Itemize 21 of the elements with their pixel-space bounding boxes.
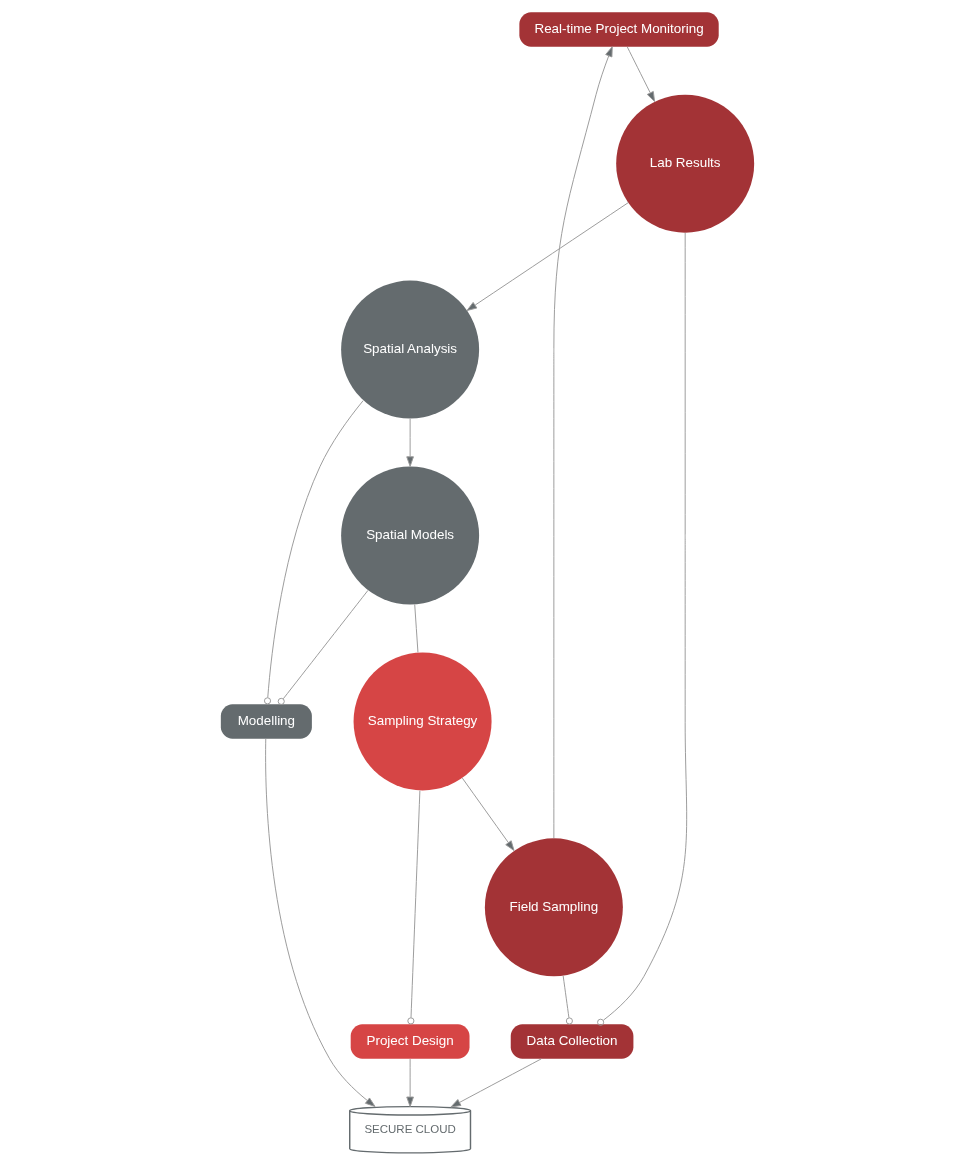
arrow [405, 418, 414, 467]
arrow [461, 777, 514, 851]
connector [263, 400, 364, 705]
arrow [466, 202, 629, 311]
connector [596, 232, 687, 1026]
node-circle: Sampling Strategy [353, 652, 492, 791]
arrow [405, 1058, 414, 1108]
arrow [264, 738, 376, 1107]
node-circle: Lab Results [615, 94, 754, 233]
connector [562, 975, 573, 1025]
connector [413, 603, 418, 653]
node-box: Project Design [350, 1024, 470, 1059]
node-box: Modelling [220, 704, 312, 739]
arrow [552, 46, 613, 839]
node-circle: Spatial Models [340, 466, 479, 605]
connector [277, 589, 368, 705]
node-box: Real-time Project Monitoring [518, 12, 719, 47]
arrow [626, 46, 655, 102]
node-box: Data Collection [510, 1024, 633, 1059]
connector [406, 790, 420, 1025]
arrow [449, 1058, 542, 1108]
